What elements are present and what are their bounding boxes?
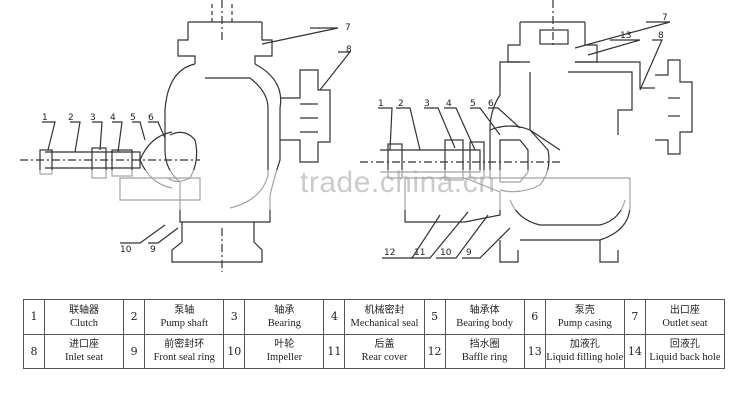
callout-right-11: 11 bbox=[414, 248, 425, 258]
legend-part-number: 6 bbox=[523, 299, 546, 335]
watermark-band bbox=[0, 170, 750, 210]
legend-part-name-zh: 前密封环 bbox=[164, 339, 205, 351]
legend-part-number: 8 bbox=[23, 333, 45, 369]
legend-part-name-en: Liquid filling hole bbox=[546, 352, 624, 364]
legend-part-name-en: Baffle ring bbox=[461, 352, 508, 364]
callout-left-9: 9 bbox=[150, 245, 156, 255]
legend-part-name-en: Liquid back hole bbox=[649, 352, 721, 364]
legend-part-number: 5 bbox=[423, 299, 446, 335]
callout-right-4: 4 bbox=[446, 99, 452, 109]
legend-part-number: 1 bbox=[23, 299, 45, 335]
legend-part-name-zh: 机械密封 bbox=[364, 304, 405, 316]
callout-right-1: 1 bbox=[378, 99, 384, 109]
legend-part-number: 2 bbox=[123, 299, 146, 335]
callout-right-6: 6 bbox=[488, 99, 494, 109]
left-pump-view bbox=[20, 0, 352, 272]
legend-part-name-en: Clutch bbox=[70, 317, 99, 329]
callout-right-7: 7 bbox=[662, 13, 668, 23]
callout-left-10: 10 bbox=[120, 245, 132, 255]
legend-part-name-en: Pump shaft bbox=[160, 317, 208, 329]
callout-right-5: 5 bbox=[470, 99, 476, 109]
legend-part-number: 10 bbox=[223, 333, 246, 369]
legend-part-name-en: Mechanical seal bbox=[350, 317, 419, 329]
legend-part-name-zh: 泵轴 bbox=[174, 304, 195, 316]
legend-part-number: 11 bbox=[323, 333, 346, 369]
legend-part-name-en: Inlet seat bbox=[64, 352, 104, 364]
callout-right-3: 3 bbox=[424, 99, 430, 109]
legend-part-number: 14 bbox=[623, 333, 646, 369]
callout-right-10: 10 bbox=[440, 248, 452, 258]
legend-part-number: 4 bbox=[323, 299, 346, 335]
callout-right-9: 9 bbox=[466, 248, 472, 258]
callout-right-8: 8 bbox=[658, 31, 664, 41]
callout-left-1: 1 bbox=[42, 113, 48, 123]
legend-part-name-zh: 挡水圈 bbox=[469, 339, 500, 351]
callout-left-8: 8 bbox=[346, 45, 352, 55]
legend-part-name-zh: 联轴器 bbox=[69, 304, 100, 316]
legend-part-name-zh: 轴承 bbox=[274, 304, 295, 316]
legend-part-name-zh: 叶轮 bbox=[274, 339, 295, 351]
callout-left-2: 2 bbox=[68, 113, 74, 123]
legend-part-name-zh: 后盖 bbox=[374, 339, 395, 351]
legend-part-name-zh: 加液孔 bbox=[569, 339, 600, 351]
legend-part-name-en: Impeller bbox=[266, 352, 303, 364]
pump-cross-section-drawing: 1 2 3 4 5 6 7 8 9 10 1 2 3 4 5 6 7 13 8 … bbox=[20, 0, 693, 272]
legend-part-name-en: Bearing bbox=[267, 317, 301, 329]
callout-left-3: 3 bbox=[90, 113, 96, 123]
legend-part-number: 12 bbox=[423, 333, 446, 369]
callout-left-4: 4 bbox=[110, 113, 116, 123]
legend-part-number: 7 bbox=[623, 299, 646, 335]
legend-part-name-zh: 出口座 bbox=[669, 304, 700, 316]
callout-right-12: 12 bbox=[384, 248, 395, 258]
callout-left-5: 5 bbox=[130, 113, 136, 123]
legend-part-name-en: Outlet seat bbox=[662, 317, 708, 329]
legend-part-name-zh: 回液孔 bbox=[669, 339, 700, 351]
legend-part-name-en: Pump casing bbox=[557, 317, 612, 329]
legend-part-name-en: Rear cover bbox=[361, 352, 408, 364]
legend-part-name-zh: 轴承体 bbox=[469, 304, 500, 316]
legend-part-name-zh: 进口座 bbox=[69, 339, 100, 351]
callout-left-6: 6 bbox=[148, 113, 154, 123]
legend-part-name-en: Bearing body bbox=[456, 317, 514, 329]
callout-right-13: 13 bbox=[620, 31, 631, 41]
legend-part-number: 3 bbox=[223, 299, 246, 335]
watermark-text: trade.china.cn bbox=[300, 166, 496, 199]
legend-part-number: 13 bbox=[523, 333, 546, 369]
legend-part-name-zh: 泵壳 bbox=[574, 304, 595, 316]
callout-right-2: 2 bbox=[398, 99, 404, 109]
callout-left-7: 7 bbox=[345, 23, 351, 33]
right-pump-view bbox=[360, 0, 693, 263]
legend-part-name-en: Front seal ring bbox=[153, 352, 215, 364]
legend-part-number: 9 bbox=[123, 333, 146, 369]
